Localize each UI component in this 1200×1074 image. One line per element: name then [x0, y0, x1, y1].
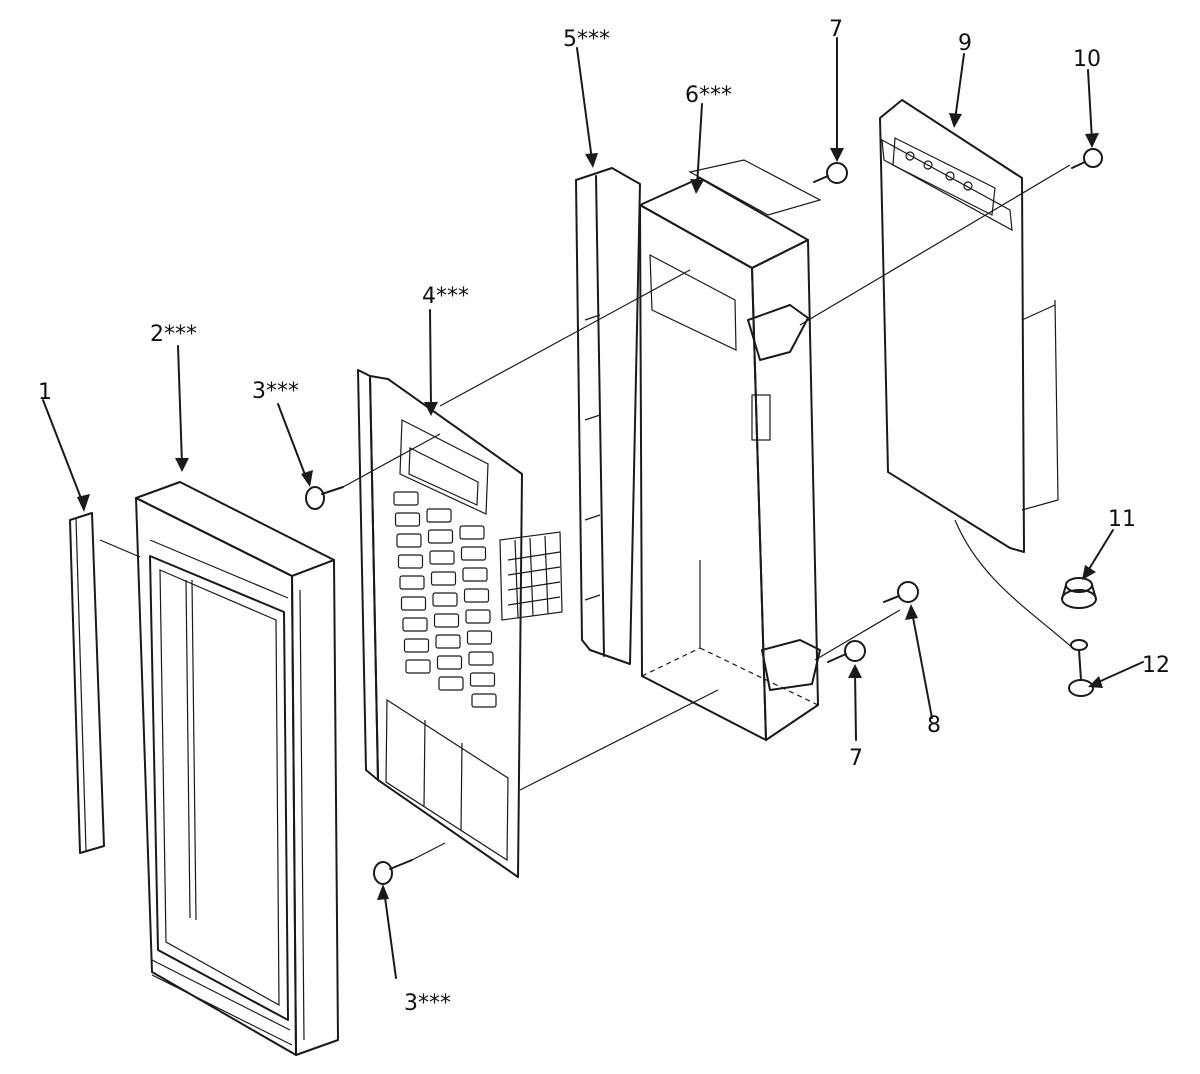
- keypad-key: [468, 651, 494, 666]
- keypad-key: [463, 588, 490, 603]
- label-5: 5***: [563, 27, 610, 52]
- label-1: 1: [38, 380, 52, 405]
- label-6: 6***: [685, 83, 732, 108]
- keypad-key: [436, 655, 463, 670]
- part-2-door-frame: [135, 481, 339, 1056]
- keypad-key: [426, 508, 452, 523]
- keypad-key: [435, 634, 461, 649]
- keypad-key: [400, 596, 427, 611]
- label-7-lower: 7: [849, 746, 863, 771]
- keypad-key: [405, 659, 431, 674]
- keypad-key: [429, 550, 455, 565]
- keypad-key: [427, 529, 454, 544]
- label-11: 11: [1108, 507, 1136, 532]
- keypad-key: [393, 491, 419, 506]
- label-3-upper: 3***: [252, 379, 299, 404]
- keypad-grid: [393, 491, 497, 708]
- keypad-key: [396, 533, 422, 548]
- part-7-nut-lower: [827, 640, 866, 663]
- keypad-key: [465, 609, 491, 624]
- keypad-key: [469, 672, 496, 687]
- keypad-key: [432, 592, 458, 607]
- keypad-key: [399, 575, 425, 590]
- part-9-circuit-board: [879, 99, 1076, 651]
- keypad-key: [397, 554, 424, 569]
- part-3-screw-lower: [373, 842, 446, 885]
- part-8-screw: [883, 581, 919, 603]
- part-12-screw: [1068, 639, 1094, 697]
- keypad-key: [402, 617, 428, 632]
- label-9: 9: [958, 31, 972, 56]
- part-6-chassis: [639, 159, 1071, 741]
- keypad-key: [462, 567, 488, 582]
- keypad-key: [438, 676, 464, 691]
- part-10-screw: [1071, 148, 1103, 169]
- keypad-key: [403, 638, 430, 653]
- leader-arrows: [42, 37, 1144, 979]
- keypad-key: [471, 693, 497, 708]
- label-8: 8: [927, 713, 941, 738]
- label-10: 10: [1073, 47, 1101, 72]
- label-7-upper: 7: [829, 17, 843, 42]
- part-4-control-panel: [357, 269, 719, 878]
- part-5-bracket: [575, 167, 641, 665]
- label-12: 12: [1142, 653, 1170, 678]
- keypad-key: [430, 571, 457, 586]
- keypad-key: [459, 525, 485, 540]
- keypad-key: [460, 546, 487, 561]
- part-11-grommet: [1061, 577, 1097, 609]
- keypad-key: [433, 613, 460, 628]
- keypad-key: [466, 630, 493, 645]
- keypad-key: [394, 512, 421, 527]
- part-7-nut-upper: [813, 162, 848, 184]
- label-3-lower: 3***: [404, 991, 451, 1016]
- label-2: 2***: [150, 322, 197, 347]
- label-4: 4***: [422, 284, 469, 309]
- part-1-strip: [69, 512, 141, 854]
